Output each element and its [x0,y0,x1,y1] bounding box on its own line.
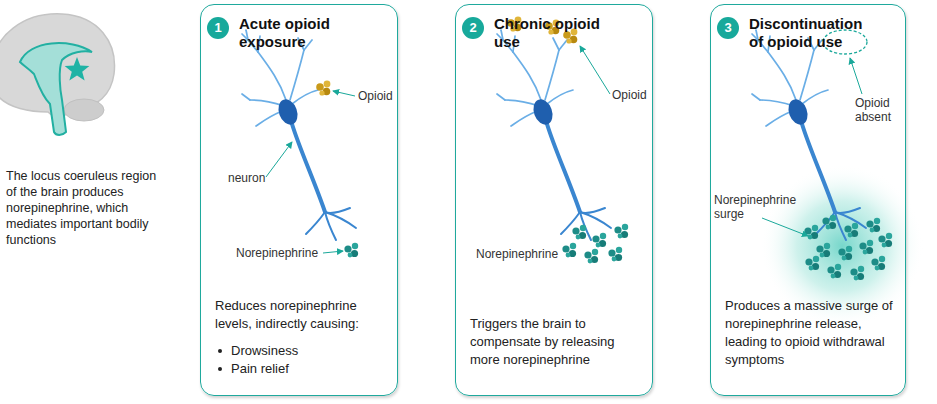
neuron-drawing [752,30,866,240]
norepinephrine-molecule [816,243,830,258]
effect-bullet: Pain relief [231,360,381,378]
opioid-label: Opioid [358,89,403,103]
norepinephrine-molecule [805,256,819,271]
step-number: 2 [469,21,476,35]
effect-bullet: Drowsiness [231,342,381,360]
brain-outline [0,14,115,117]
stage-panel: Acute opioid exposureReduces norepinephr… [200,4,398,396]
step-number-badge: 2 [462,17,484,39]
step-description: Triggers the brain to compensate by rele… [470,315,642,369]
norepinephrine-molecule [562,243,576,258]
step-number-badge: 3 [717,17,739,39]
brain-region-note: The locus coeruleus region of the brain … [6,168,164,248]
locus-coeruleus-star [65,57,90,81]
norepinephrine-molecule [878,233,892,248]
leader-line [580,46,610,94]
norepinephrine-molecule [827,264,841,279]
cerebellum [64,99,104,121]
step-number: 3 [724,21,731,35]
neuron-label: neuron [228,171,288,185]
norepinephrine-molecule [822,215,836,230]
leader-line [333,91,355,96]
leader-line [323,251,343,253]
neuron-drawing [242,30,356,240]
step-heading: Discontinuation of opioid use [749,15,874,51]
opioid-molecule [316,81,330,96]
norepinephrine-molecule [344,243,358,258]
leader-line [850,58,862,94]
opioid-label: Opioid [612,88,657,102]
norepinephrine-molecule [850,266,864,281]
step-number-badge: 1 [207,17,229,39]
norepinephrine-molecule [838,246,852,261]
step-description: Reduces norepinephrine levels, indirectl… [215,297,387,333]
leader-line [266,142,292,177]
norepinephrine-surge-label: Norepinephrine surge [714,193,809,221]
norepinephrine-molecule [859,240,873,255]
norepinephrine-molecule [584,249,598,264]
step-heading: Chronic opioid use [494,15,619,51]
norepinephrine-molecule [871,256,885,271]
norepinephrine-molecule [804,225,818,240]
norepinephrine-label: Norepinephrine [236,246,336,260]
norepinephrine-label: Norepinephrine [476,247,576,261]
step-number: 1 [214,21,221,35]
norepinephrine-molecule [608,247,622,262]
norepinephrine-molecule [866,218,880,233]
step-description: Produces a massive surge of norepinephri… [725,297,897,369]
norepinephrine-molecule [592,233,606,248]
leader-line [762,218,808,236]
brainstem [20,43,92,135]
norepinephrine-molecule [572,225,586,240]
neuron-drawing [497,30,611,240]
norepinephrine-molecule [844,223,858,238]
step-heading: Acute opioid exposure [239,15,369,51]
norepinephrine-molecule [614,224,628,239]
opioid-absent-label: Opioid absent [855,96,905,124]
stage-panel: Chronic opioid useTriggers the brain to … [455,4,653,396]
